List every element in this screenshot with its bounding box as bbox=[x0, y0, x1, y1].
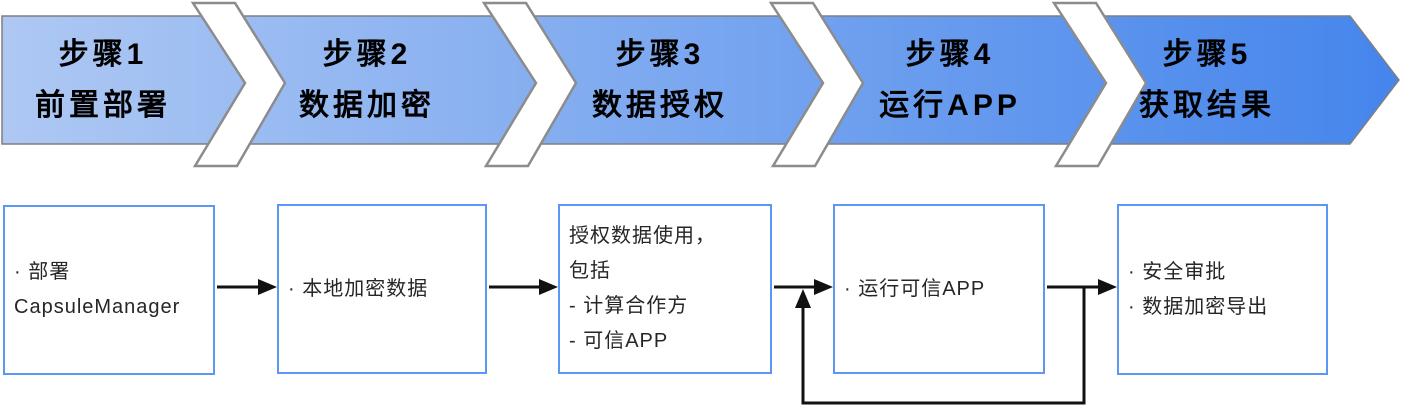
detail-box-step3: 授权数据使用， 包括 - 计算合作方 - 可信APP bbox=[558, 204, 772, 374]
arrow-head-icon bbox=[258, 279, 277, 295]
arrow-head-icon bbox=[1098, 279, 1117, 295]
box-line: - 可信APP bbox=[569, 330, 669, 352]
feedback-loop-line bbox=[801, 288, 1086, 405]
step-number: 步骤2 bbox=[322, 38, 412, 71]
process-banner-arrow bbox=[1, 15, 1400, 145]
box-line: CapsuleManager bbox=[14, 296, 181, 318]
detail-box-step4: · 运行可信APP bbox=[833, 204, 1045, 374]
step-title: 获取结果 bbox=[1139, 89, 1275, 122]
detail-box-step5: · 安全审批 · 数据加密导出 bbox=[1117, 204, 1328, 375]
detail-box-step2: · 本地加密数据 bbox=[277, 204, 487, 374]
box-line: 授权数据使用， bbox=[569, 225, 716, 247]
banner-step-1: 步骤1 前置部署 bbox=[0, 29, 233, 131]
step-title: 前置部署 bbox=[35, 89, 171, 122]
chevron-separator-icon bbox=[190, 1, 287, 168]
step-number: 步骤1 bbox=[58, 38, 148, 71]
box-line: · 运行可信APP bbox=[844, 277, 986, 300]
connector-arrows bbox=[217, 279, 1117, 405]
chevron-separator-icon bbox=[481, 1, 578, 168]
banner-step-3: 步骤3 数据授权 bbox=[530, 29, 790, 131]
box-line: · 安全审批 bbox=[1128, 260, 1227, 283]
step-number: 步骤5 bbox=[1162, 38, 1252, 71]
box-line: 包括 bbox=[569, 260, 611, 282]
arrow-head-icon bbox=[539, 279, 558, 295]
detail-box-step1: · 部署 CapsuleManager bbox=[3, 205, 215, 375]
step-title: 数据加密 bbox=[299, 89, 435, 122]
box-line: · 部署 bbox=[14, 261, 71, 283]
banner-step-5: 步骤5 获取结果 bbox=[1077, 29, 1337, 131]
box-line: - 计算合作方 bbox=[569, 295, 689, 317]
banner-step-4: 步骤4 运行APP bbox=[820, 29, 1080, 131]
arrow-head-up-icon bbox=[795, 289, 811, 308]
chevron-separator-icon bbox=[1051, 1, 1148, 168]
arrow-head-icon bbox=[814, 279, 833, 295]
banner-step-2: 步骤2 数据加密 bbox=[237, 29, 497, 131]
step-number: 步骤4 bbox=[905, 38, 995, 71]
step-title: 数据授权 bbox=[592, 89, 728, 122]
chevron-separator-icon bbox=[768, 1, 865, 168]
box-line: · 本地加密数据 bbox=[288, 277, 429, 300]
box-line: · 数据加密导出 bbox=[1128, 295, 1269, 318]
step-title: 运行APP bbox=[879, 89, 1021, 122]
step-number: 步骤3 bbox=[615, 38, 705, 71]
